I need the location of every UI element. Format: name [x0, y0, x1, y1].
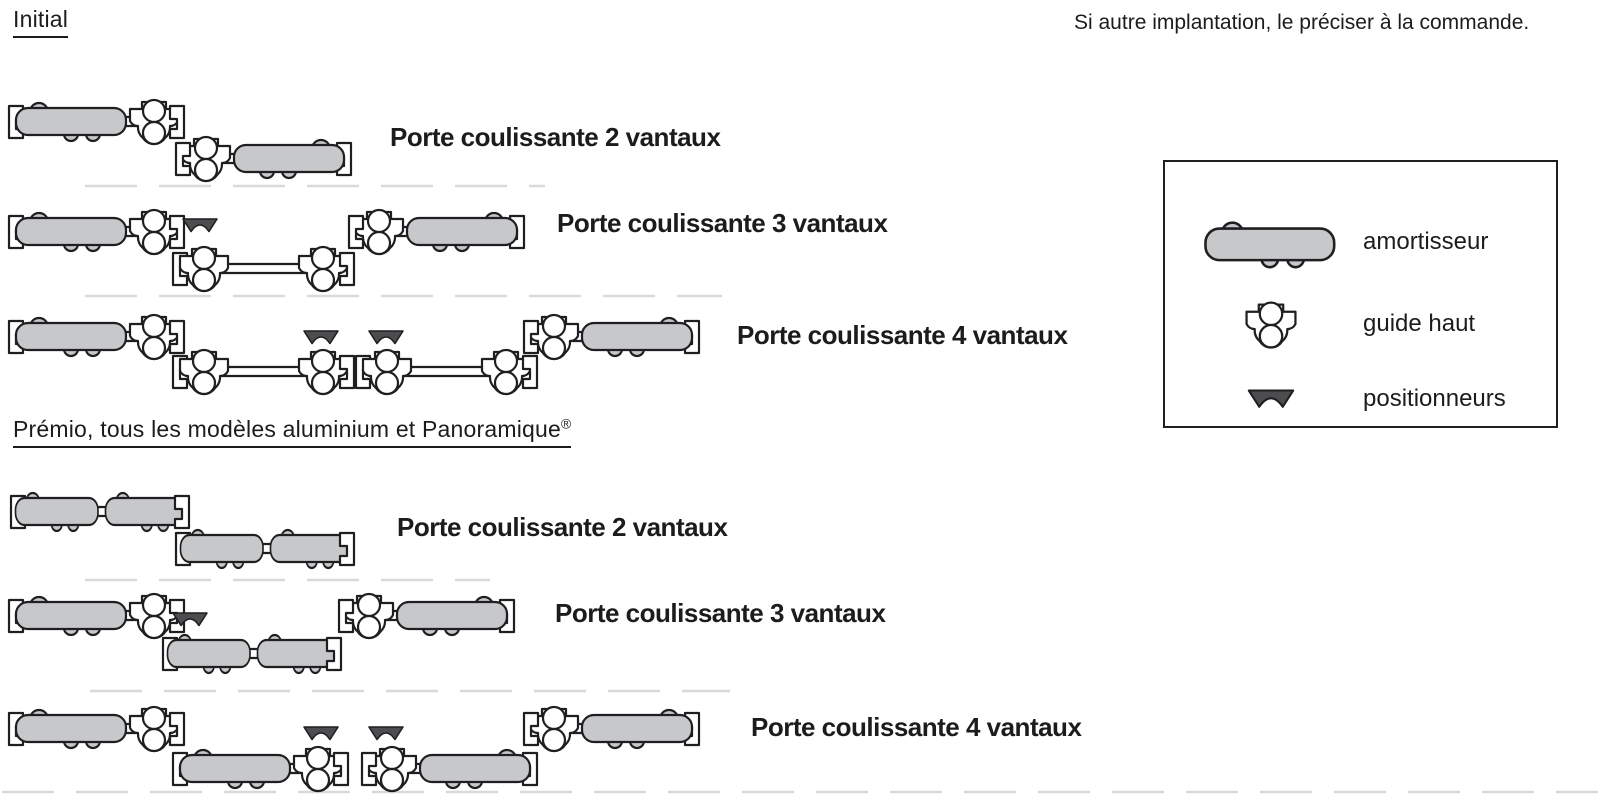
legend-label-positionneurs: positionneurs	[1363, 385, 1506, 412]
order-note: Si autre implantation, le préciser à la …	[1074, 11, 1530, 34]
label-premio-4-vantaux: Porte coulissante 4 vantaux	[751, 712, 1082, 742]
diagram-initial-4-vantaux	[9, 315, 699, 394]
label-initial-2-vantaux: Porte coulissante 2 vantaux	[390, 122, 721, 152]
label-initial-3-vantaux: Porte coulissante 3 vantaux	[557, 208, 888, 238]
label-premio-3-vantaux: Porte coulissante 3 vantaux	[555, 598, 886, 628]
legend-label-amortisseur: amortisseur	[1363, 228, 1489, 255]
section-title-initial: Initial	[13, 6, 69, 38]
legend-label-guide-haut: guide haut	[1363, 310, 1476, 337]
legend-box: amortisseur guide haut positionneurs	[1163, 160, 1558, 428]
section-title-premio-text: Prémio, tous les modèles aluminium et Pa…	[13, 416, 561, 442]
section-title-premio: Prémio, tous les modèles aluminium et Pa…	[13, 416, 572, 448]
diagram-premio-2-vantaux	[11, 493, 354, 568]
dashed-separators	[2, 184, 1598, 794]
label-initial-4-vantaux: Porte coulissante 4 vantaux	[737, 320, 1068, 350]
diagram-initial-2-vantaux	[9, 100, 351, 181]
diagram-premio-3-vantaux	[9, 594, 514, 673]
amortisseur-icon	[1203, 215, 1339, 270]
label-premio-2-vantaux: Porte coulissante 2 vantaux	[397, 512, 728, 542]
legend-item-guide-haut: guide haut	[1165, 294, 1556, 354]
legend-item-positionneurs: positionneurs	[1165, 384, 1556, 414]
diagram-initial-3-vantaux	[9, 210, 524, 291]
positionneurs-icon	[1247, 389, 1295, 409]
diagram-premio-4-vantaux	[9, 707, 699, 791]
legend-item-amortisseur: amortisseur	[1165, 207, 1556, 277]
registered-trademark: ®	[561, 416, 572, 432]
guide-haut-icon	[1244, 297, 1299, 352]
